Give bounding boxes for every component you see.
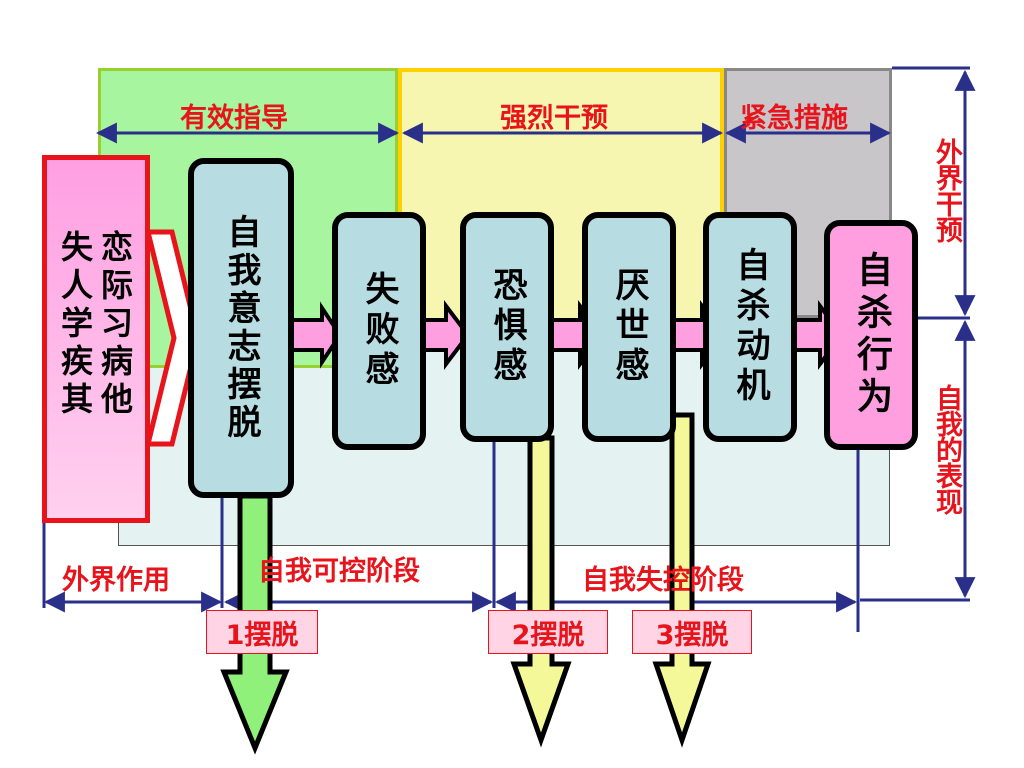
causes-box: 恋际习病他 失人学疾其 [42, 155, 150, 523]
escape-tag-3: 3摆脱 [632, 610, 752, 654]
escape-arrow-2 [510, 435, 572, 748]
phase-label-guidance: 有效指导 [180, 103, 288, 134]
phase-label-intervention: 强烈干预 [500, 103, 608, 134]
stage-self-will-label: 自我意志摆脱 [221, 214, 261, 442]
label-controllable: 自我可控阶段 [258, 556, 420, 587]
label-external-effect: 外界作用 [62, 565, 170, 596]
stage-motive: 自杀动机 [703, 212, 797, 442]
causes-col-2: 恋际习病他 [96, 230, 134, 420]
side-label-external: 外界干预 [931, 138, 962, 242]
stage-weariness-label: 厌世感 [609, 267, 649, 387]
stage-motive-label: 自杀动机 [730, 247, 770, 407]
stage-behavior-label: 自杀行为 [851, 251, 892, 419]
side-label-self: 自我的表现 [931, 384, 962, 514]
stage-fear-label: 恐惧感 [487, 267, 527, 387]
escape-tag-1: 1摆脱 [206, 610, 318, 654]
escape-arrow-3 [652, 412, 712, 748]
escape-tag-2: 2摆脱 [488, 610, 608, 654]
label-uncontrollable: 自我失控阶段 [582, 565, 744, 596]
stage-weariness: 厌世感 [582, 212, 676, 442]
causes-col-1: 失人学疾其 [56, 230, 94, 420]
stage-behavior: 自杀行为 [824, 220, 918, 450]
stage-self-will: 自我意志摆脱 [188, 158, 294, 498]
stage-fear: 恐惧感 [460, 212, 554, 442]
stage-failure-label: 失败感 [359, 271, 399, 391]
phase-label-emergency: 紧急措施 [740, 103, 848, 134]
stage-failure: 失败感 [332, 212, 426, 450]
